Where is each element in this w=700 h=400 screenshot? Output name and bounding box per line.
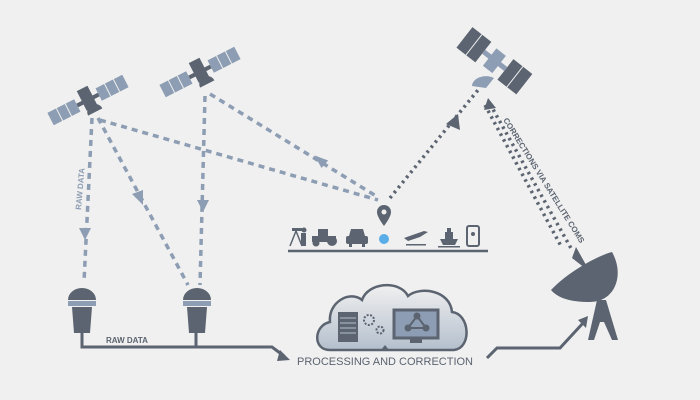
correction-satellite-icon [456,27,533,95]
ship-icon [438,228,460,248]
arrowhead [484,98,496,110]
raw-data-label: RAW DATA [106,336,148,345]
signal-arrowheads [79,155,329,240]
signal-sat1-receiver2 [96,117,190,286]
corrections-label: CORRECTIONS VIA SATELLITE COMS [501,116,586,245]
arrowhead [314,155,329,168]
ground-station-dish-icon [551,247,618,340]
arrowhead [446,114,460,130]
surveyor-icon [289,227,307,247]
smartphone-icon [466,225,480,247]
raw-signal-lines [82,92,379,286]
arrowhead [132,190,143,205]
signal-sat1-receiver1 [82,117,94,283]
raw-data-vertical-label: RAW DATA [74,167,87,210]
satellite-icon [159,46,241,98]
airplane-icon [404,231,428,246]
user-devices [289,205,480,248]
correction-lines [388,88,574,251]
signal-sat2-receiver2 [198,95,207,286]
server-icon [338,312,358,342]
car-icon [346,229,368,247]
arrowhead [578,316,588,328]
position-dot [379,234,389,244]
raw-data-connector [80,333,285,358]
satellite-icon [47,74,129,126]
receiver-icon [68,288,96,333]
signal-sat1-pin [99,118,379,202]
signal-sat2-pin [209,92,377,198]
arrowhead [79,228,91,240]
arrowhead [197,200,209,212]
receiver-icon [183,288,211,333]
arrowhead [277,350,290,361]
processing-to-dish-arrow [485,320,586,360]
location-pin-icon [377,205,391,226]
tractor-icon [312,229,337,247]
monitor-icon [392,308,440,343]
cloud-notch [381,345,389,350]
gears-icon [363,314,385,335]
satellite-dish-icon [472,76,494,88]
processing-label: PROCESSING AND CORRECTION [297,356,473,368]
